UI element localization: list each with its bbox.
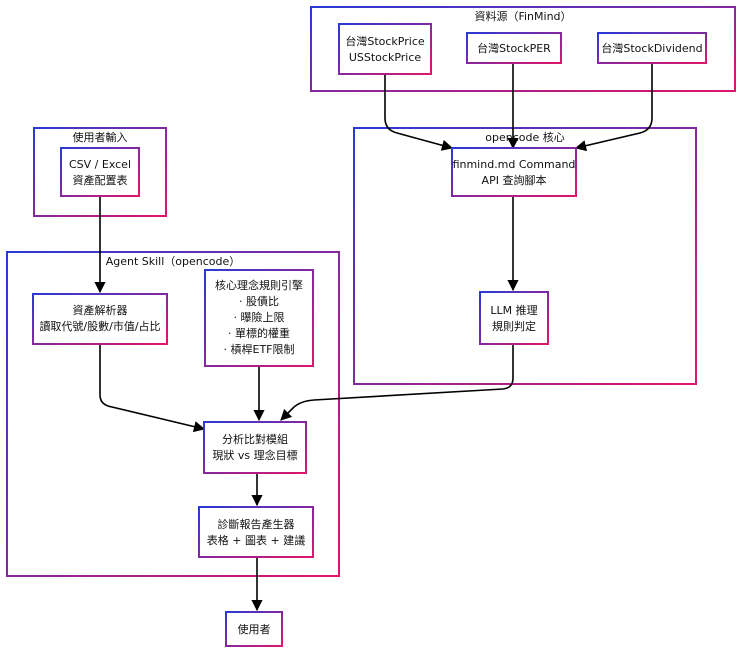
- node-csv-excel-line-1: CSV / Excel: [69, 158, 131, 171]
- edge-llm-to-compare: [280, 344, 514, 421]
- node-stock-price: 台灣StockPrice USStockPrice: [338, 23, 432, 75]
- node-finmind-command-line-2: API 查詢腳本: [482, 173, 547, 187]
- cluster-agent-skill: Agent Skill（opencode）: [6, 251, 340, 577]
- edge-stockprice-to-finmind: [384, 75, 454, 151]
- cluster-data-source-label: 資料源（FinMind）: [474, 9, 571, 23]
- node-compare-line-2: 現狀 vs 理念目標: [212, 448, 297, 462]
- node-user-line-1: 使用者: [238, 623, 271, 636]
- node-report: 診斷報告產生器 表格 + 圖表 + 建議: [198, 506, 314, 558]
- cluster-user-input-label: 使用者輸入: [73, 130, 128, 144]
- cluster-opencode-core-label: opencode 核心: [485, 130, 564, 144]
- node-parser-line-1: 資產解析器: [73, 303, 128, 317]
- node-compare-line-1: 分析比對模組: [222, 432, 288, 446]
- node-parser-line-2: 讀取代號/股數/市值/占比: [39, 319, 160, 333]
- node-rules-engine: 核心理念規則引擎 · 股債比 · 曝險上限 · 單標的權重 · 槓桿ETF限制: [204, 269, 314, 367]
- node-csv-excel-line-2: 資產配置表: [73, 173, 128, 187]
- node-stock-per-line-1: 台灣StockPER: [477, 41, 551, 55]
- cluster-agent-skill-label: Agent Skill（opencode）: [106, 255, 241, 268]
- node-rules-engine-line-1: 核心理念規則引擎: [215, 278, 303, 292]
- edge-stockdividend-to-finmind: [574, 63, 653, 152]
- node-rules-engine-line-4: · 單標的權重: [228, 326, 290, 340]
- node-stock-dividend-line-1: 台灣StockDividend: [601, 41, 702, 55]
- node-report-line-1: 診斷報告產生器: [218, 517, 295, 531]
- node-stock-per: 台灣StockPER: [466, 32, 562, 64]
- cluster-data-source: 資料源（FinMind）: [310, 6, 736, 92]
- node-stock-price-line-1: 台灣StockPrice: [345, 34, 425, 48]
- node-finmind-command-line-1: finmind.md Command: [453, 158, 576, 171]
- node-csv-excel: CSV / Excel 資產配置表: [60, 147, 140, 197]
- node-user: 使用者: [225, 611, 283, 647]
- edge-parser-to-compare: [99, 344, 206, 433]
- node-llm: LLM 推理 規則判定: [479, 291, 549, 345]
- node-llm-line-1: LLM 推理: [490, 303, 537, 317]
- node-rules-engine-line-3: · 曝險上限: [234, 310, 285, 324]
- node-finmind-command: finmind.md Command API 查詢腳本: [451, 147, 577, 197]
- node-parser: 資產解析器 讀取代號/股數/市值/占比: [32, 293, 168, 345]
- node-llm-line-2: 規則判定: [492, 319, 536, 333]
- node-stock-price-line-2: USStockPrice: [349, 51, 422, 64]
- node-compare: 分析比對模組 現狀 vs 理念目標: [203, 421, 307, 474]
- node-rules-engine-line-2: · 股債比: [239, 294, 279, 308]
- node-rules-engine-line-5: · 槓桿ETF限制: [224, 342, 295, 356]
- cluster-opencode-core: opencode 核心: [353, 127, 697, 385]
- node-stock-dividend: 台灣StockDividend: [597, 32, 707, 64]
- edges: [94, 63, 653, 612]
- node-report-line-2: 表格 + 圖表 + 建議: [207, 533, 305, 547]
